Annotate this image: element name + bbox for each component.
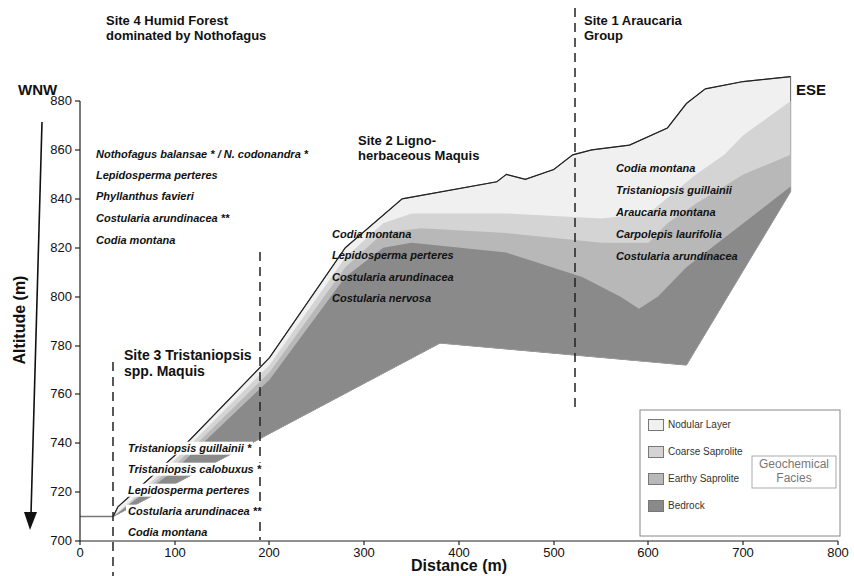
legend-swatch bbox=[648, 500, 664, 512]
tick-label: 780 bbox=[50, 339, 72, 354]
site-heading: Site 2 Ligno-herbaceous Maquis bbox=[358, 134, 480, 164]
species-name: Tristaniopsis calobuxus * bbox=[126, 463, 263, 476]
legend-text: Coarse Saprolite bbox=[668, 446, 742, 458]
tick-label: 800 bbox=[827, 546, 849, 561]
species-name: Araucaria montana bbox=[616, 206, 716, 219]
tick-label: 700 bbox=[50, 534, 72, 549]
species-name: Lepidosperma perteres bbox=[126, 484, 252, 497]
legend-frame bbox=[640, 410, 840, 536]
tick-label: 820 bbox=[50, 241, 72, 256]
species-name: Tristaniopsis guillainii bbox=[616, 184, 732, 197]
tick-label: 100 bbox=[164, 546, 186, 561]
species-name: Carpolepis laurifolia bbox=[616, 228, 722, 241]
species-name: Costularia arundinacea ** bbox=[126, 505, 263, 518]
species-name: Costularia arundinacea bbox=[332, 271, 454, 284]
species-name: Costularia arundinacea bbox=[616, 250, 738, 263]
species-name: Phyllanthus favieri bbox=[96, 190, 194, 203]
legend-swatch bbox=[648, 446, 664, 458]
legend-text: Nodular Layer bbox=[668, 419, 731, 431]
site-heading: Site 3 Tristaniopsis spp. Maquis bbox=[124, 347, 264, 379]
species-name: Nothofagus balansae * / N. codonandra * bbox=[96, 148, 308, 161]
tick-label: 760 bbox=[50, 387, 72, 402]
species-name: Codia montana bbox=[332, 228, 411, 241]
legend-swatch bbox=[648, 473, 664, 485]
species-name: Codia montana bbox=[616, 162, 695, 175]
tick-label: 300 bbox=[353, 546, 375, 561]
legend-swatch bbox=[648, 419, 664, 431]
species-name: Codia montana bbox=[96, 234, 175, 247]
legend-title: Geochemical Facies bbox=[755, 458, 833, 486]
species-name: Codia montana bbox=[126, 526, 209, 539]
legend-text: Bedrock bbox=[668, 500, 705, 512]
tick-label: 500 bbox=[543, 546, 565, 561]
tick-label: 400 bbox=[448, 546, 470, 561]
tick-label: 860 bbox=[50, 143, 72, 158]
tick-label: 880 bbox=[50, 94, 72, 109]
tick-label: 840 bbox=[50, 192, 72, 207]
legend-text: Earthy Saprolite bbox=[668, 473, 739, 485]
direction-label: ESE bbox=[796, 81, 826, 98]
site-heading: Site 1 Araucaria Group bbox=[584, 14, 696, 44]
species-name: Costularia nervosa bbox=[332, 292, 431, 305]
species-name: Costularia arundinacea ** bbox=[96, 212, 229, 225]
axis-title: Distance (m) bbox=[411, 557, 507, 575]
tick-label: 700 bbox=[732, 546, 754, 561]
tick-label: 720 bbox=[50, 485, 72, 500]
tick-label: 800 bbox=[50, 290, 72, 305]
species-name: Lepidosperma perteres bbox=[332, 249, 454, 262]
species-name: Tristaniopsis guillainii * bbox=[126, 442, 253, 455]
tick-label: 200 bbox=[258, 546, 280, 561]
tick-label: 600 bbox=[637, 546, 659, 561]
site-heading: Site 4 Humid Forest dominated by Nothofa… bbox=[106, 14, 278, 44]
axis-title: Altitude (m) bbox=[11, 276, 29, 365]
species-name: Lepidosperma perteres bbox=[96, 169, 218, 182]
tick-label: 0 bbox=[76, 546, 83, 561]
tick-label: 740 bbox=[50, 436, 72, 451]
